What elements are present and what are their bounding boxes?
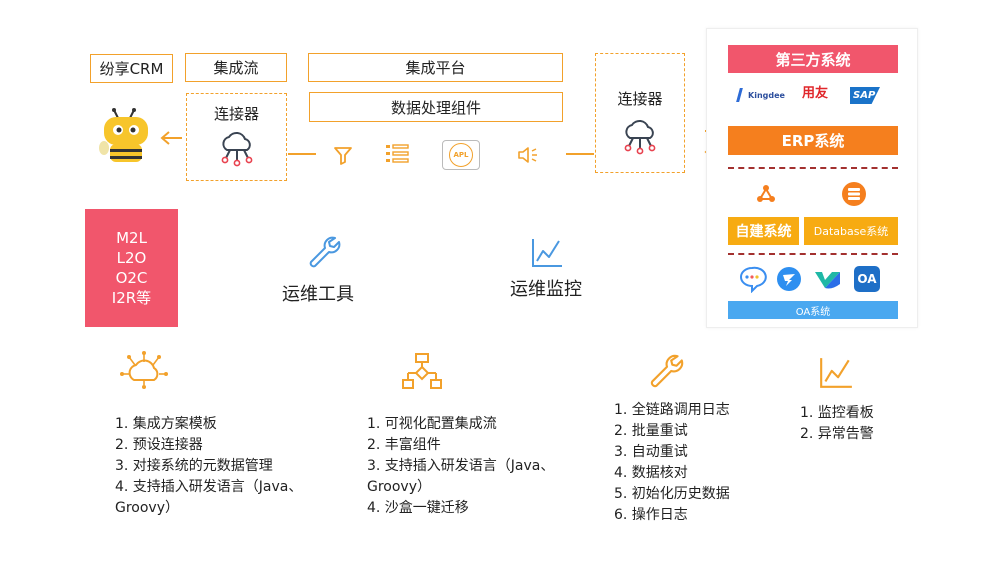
oa-label: OA系统 [795,306,831,318]
connector-right-label: 连接器 [617,90,663,108]
self-built-label: 自建系统 [735,224,792,240]
list-item: Groovy） [115,500,179,516]
flowchart-icon [402,353,442,389]
connector-right-box: 连接器 [595,53,685,173]
cloud-connector-icon [624,120,656,155]
process-line: M2L [116,229,147,247]
separator-line [728,253,898,255]
data-processing-box: 数据处理组件 [309,92,563,122]
feature-list-monitoring: 1. 监控看板 2. 异常告警 [800,403,874,445]
list-item: 6. 操作日志 [614,507,688,523]
pipeline-line-right [566,153,594,155]
pipeline-line-left [288,153,316,155]
list-item: 2. 异常告警 [800,426,874,442]
cloud-connector-icon [221,132,253,167]
process-line: O2C [115,269,148,287]
database-label: Database系统 [813,225,889,238]
list-item: 2. 预设连接器 [115,437,203,453]
kingdee-mark-icon [736,88,748,102]
separator-line [728,167,898,169]
external-systems-panel [706,28,918,328]
sap-logo-text: SAP [853,90,876,101]
integration-flow-box: 集成流 [185,53,287,82]
list-item: 1. 集成方案模板 [115,416,217,432]
integration-flow-label: 集成流 [213,59,259,77]
chat-bubble-icon [740,266,767,293]
dingtalk-icon [777,267,801,291]
apl-badge: APL [449,143,473,167]
yonyou-logo-text: 用友 [802,86,829,101]
integration-platform-label: 集成平台 [405,59,466,77]
arrow-left-icon [160,131,182,145]
list-item: 3. 自动重试 [614,444,688,460]
speaker-icon [518,147,537,163]
list-item: 4. 支持插入研发语言（Java、 [115,479,303,495]
list-item: 4. 数据核对 [614,465,688,481]
database-icon [842,182,866,206]
kingdee-logo-text: Kingdee [748,90,785,100]
ops-monitor-label: 运维监控 [510,279,582,300]
bee-mascot-icon [99,108,148,162]
oa-header: OA系统 [728,301,898,319]
apl-icon: APL [442,140,480,170]
list-item: 4. 沙盒一键迁移 [367,500,469,516]
oa-logo: OA [854,266,880,292]
line-chart-icon [820,358,852,388]
business-process-box: M2L L2O O2C I2R等 [85,209,178,327]
process-line: I2R等 [111,289,152,307]
list-item: 1. 监控看板 [800,405,874,421]
connector-left-box: 连接器 [186,93,287,181]
list-item: Groovy） [367,479,431,495]
database-header: Database系统 [804,217,898,245]
third-party-header: 第三方系统 [728,45,898,73]
feature-list-ops-tools: 1. 全链路调用日志 2. 批量重试 3. 自动重试 4. 数据核对 5. 初始… [614,400,730,526]
filter-icon [334,147,352,165]
oa-logo-text: OA [857,272,877,286]
wrench-icon [650,354,684,388]
erp-label: ERP系统 [781,132,845,150]
integration-platform-box: 集成平台 [308,53,563,82]
third-party-label: 第三方系统 [775,50,851,69]
cloud-network-icon [120,351,168,389]
data-processing-label: 数据处理组件 [390,98,481,117]
list-icon [386,144,409,163]
sap-logo: SAP [850,87,880,104]
list-item: 3. 对接系统的元数据管理 [115,458,273,474]
kingdee-logo: Kingdee [736,84,786,106]
wrench-icon [309,236,341,268]
feishu-icon [815,272,840,289]
connector-left-label: 连接器 [213,105,259,123]
erp-header: ERP系统 [728,126,898,155]
list-item: 3. 支持插入研发语言（Java、 [367,458,555,474]
list-item: 2. 丰富组件 [367,437,441,453]
process-line: L2O [116,249,147,267]
fxiaoke-crm-box: 纷享CRM [90,54,173,83]
list-item: 1. 可视化配置集成流 [367,416,497,432]
feature-list-flows: 1. 可视化配置集成流 2. 丰富组件 3. 支持插入研发语言（Java、 Gr… [367,414,554,519]
fxiaoke-crm-label: 纷享CRM [99,60,164,78]
line-chart-icon [532,239,562,267]
feature-list-templates: 1. 集成方案模板 2. 预设连接器 3. 对接系统的元数据管理 4. 支持插入… [115,414,302,519]
list-item: 1. 全链路调用日志 [614,402,730,418]
self-built-header: 自建系统 [728,217,799,245]
network-nodes-icon [757,185,775,202]
yonyou-logo: 用友 [802,82,828,101]
list-item: 5. 初始化历史数据 [614,486,730,502]
ops-tool-label: 运维工具 [282,284,354,305]
list-item: 2. 批量重试 [614,423,688,439]
